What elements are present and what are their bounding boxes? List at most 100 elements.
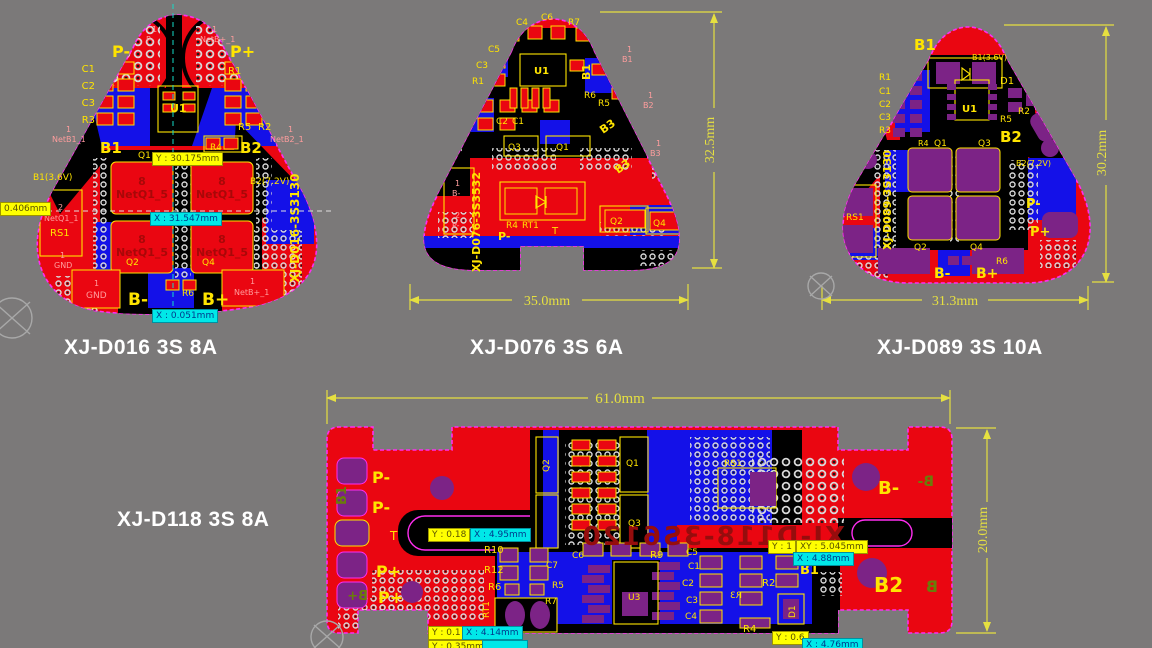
ref-q2: Q2 — [126, 258, 139, 268]
ref-r6: R6 — [182, 289, 194, 299]
netq1-box — [39, 189, 83, 257]
silkscreen-d118: P- P- B1 T P+ P+ B+ Q2 Q1 Q3 R10 R12 R6 … — [335, 459, 938, 635]
silk-b1: B1 — [100, 139, 122, 157]
ref-u3: U3 — [628, 593, 640, 603]
ref-c3: C3 — [686, 596, 698, 606]
silkscreen-d089: B1 B1(3.6V) D1 R1 C1 C2 C3 R3 U1 R5 R2 B… — [846, 36, 1051, 282]
net-num: 2 — [455, 211, 460, 220]
ref-r4: R4 — [918, 139, 929, 148]
ref-r5: R5 — [1000, 115, 1012, 125]
net-num: 1 — [212, 25, 217, 34]
fet-net: NetQ1_5 — [116, 246, 168, 259]
ref-d1: D1 — [788, 605, 798, 618]
ref-c3: C3 — [879, 113, 891, 123]
dimensions-d089: 31.3mm 30.2mm — [821, 24, 1114, 310]
ref-q2: Q2 — [610, 217, 623, 227]
dim-width-d076: 35.0mm — [524, 294, 570, 309]
silk-b1: B1 — [800, 563, 819, 578]
silk-b2-voltage: B2(7.2V) — [1016, 159, 1051, 168]
ref-r1: R1 — [472, 77, 484, 87]
ref-c1: C1 — [879, 87, 891, 97]
silkscreen-d076: C4 C6 R7 C5 C3 R1 U1 B1 R6 R5 1 B1 1 B2 … — [452, 13, 666, 272]
caption-xj-d016: XJ-D016 3S 8A — [64, 336, 218, 359]
net-num: 1 — [250, 277, 255, 286]
ref-q3: Q3 — [628, 519, 641, 529]
tooltip-x5-d118: X : 4.76mm — [802, 638, 863, 648]
net-b1: NetB1_1 — [52, 135, 86, 144]
ref-r5: R5 — [598, 99, 610, 109]
net-gnd-pad: GND — [86, 291, 107, 301]
ref-u1: U1 — [534, 66, 549, 77]
ref-r6: R6 — [584, 91, 596, 101]
ref-q3: Q3 — [508, 143, 521, 153]
net-b2: NetB2_1 — [270, 135, 304, 144]
ref-c2: C2 — [879, 100, 891, 110]
silk-b1: B1 — [914, 36, 936, 54]
silk-b-plus: B+ — [976, 266, 998, 282]
ref-c1: C1 — [512, 117, 524, 127]
silk-b2: B2 — [240, 139, 262, 157]
ref-r4: R4 — [743, 624, 756, 635]
board-xj-d089[interactable]: B1 B1(3.6V) D1 R1 C1 C2 C3 R3 U1 R5 R2 B… — [821, 24, 1114, 310]
ref-d1: D1 — [1000, 76, 1014, 87]
ref-r3: R3 — [82, 115, 95, 126]
net-b-minus: B- — [452, 189, 460, 198]
net-b3: B3 — [650, 149, 661, 158]
fet-num: 8 — [218, 175, 226, 188]
ref-rt1: RT1 — [482, 601, 492, 618]
tooltip-x3-partial-d118 — [482, 640, 528, 648]
silk-p-minus: P- — [498, 230, 510, 243]
ref-r7: R7 — [568, 18, 580, 28]
net-num: 1 — [656, 139, 661, 148]
net-num: 1 — [60, 251, 65, 260]
ref-r2: R2 — [762, 578, 775, 589]
silk-p-plus: P+ — [230, 42, 255, 61]
ref-rs1: RS1 — [724, 459, 742, 469]
net-b-plus-pad: NetB+_1 — [234, 288, 269, 297]
net-p-minus: P- — [452, 221, 460, 230]
ref-r6: R6 — [488, 582, 501, 593]
ref-r5: R5 — [238, 122, 251, 133]
ref-c5: C5 — [686, 548, 698, 558]
diode-box — [499, 181, 586, 221]
net-num: 2 — [58, 203, 63, 212]
board-xj-d076[interactable]: C4 C6 R7 C5 C3 R1 U1 B1 R6 R5 1 B1 1 B2 … — [409, 11, 722, 310]
silk-p-plus-1: P+ — [376, 562, 401, 581]
q2-box — [599, 205, 649, 233]
silk-p-minus: P- — [1026, 197, 1041, 212]
dim-height-d118: 20.0mm — [976, 507, 991, 553]
net-num: 1 — [455, 179, 460, 188]
silk-t: T — [551, 226, 559, 237]
fet-num: 8 — [138, 233, 146, 246]
ref-q4: Q4 — [202, 258, 215, 268]
tooltip-x2-d118: X : 4.14mm — [462, 626, 523, 640]
dim-height-d089: 30.2mm — [1095, 130, 1110, 176]
part-number-d016: XJ-D016-3S3130 — [288, 173, 302, 282]
caption-xj-d118: XJ-D118 3S 8A — [117, 508, 270, 531]
ref-q1: Q1 — [626, 459, 639, 469]
tooltip-x4-d118: X : 4.88mm — [793, 552, 854, 566]
silk-p-minus-2: P- — [372, 498, 390, 517]
net-num: 1 — [648, 91, 653, 100]
silk-b1-voltage: B1(3.6V) — [33, 173, 72, 183]
fet-net: NetQ1_5 — [116, 188, 168, 201]
ref-q1: Q1 — [556, 143, 569, 153]
fet-net: NetQ1_5 — [196, 188, 248, 201]
ref-c2: C2 — [496, 117, 508, 127]
silk-t: T — [389, 529, 398, 543]
silk-b1-voltage: B1(3.6V) — [972, 53, 1007, 62]
ref-c4: C4 — [685, 612, 697, 622]
tooltip-y2-d118: Y : 0.1 — [428, 626, 465, 640]
ref-q2: Q2 — [542, 459, 552, 472]
silk-b-minus: B- — [128, 290, 148, 310]
ref-q4: Q4 — [970, 243, 983, 253]
net-num: 1 — [288, 125, 293, 134]
ref-rs1: RS1 — [846, 213, 864, 223]
board-xj-d118[interactable]: XJ-D118-3S6120 P- P- B1 T P+ P+ B+ Q2 Q1… — [326, 390, 996, 635]
part-number-d076: XJ-D076-3S3532 — [470, 172, 483, 272]
net-b-plus: NetB+_1 — [200, 35, 235, 44]
ref-c2: C2 — [682, 579, 694, 589]
netb-pad-box — [221, 269, 285, 307]
